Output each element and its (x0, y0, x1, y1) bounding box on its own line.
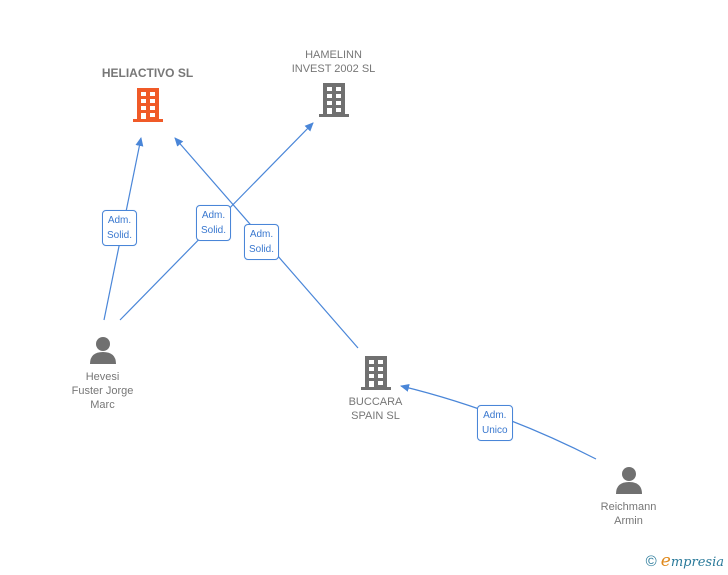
node-buccara[interactable]: BUCCARA SPAIN SL (318, 355, 433, 423)
relation-label-reichmann-buccara[interactable]: Adm. Unico (477, 405, 513, 441)
node-hamelinn[interactable]: HAMELINN INVEST 2002 SL (276, 48, 391, 118)
node-reichmann[interactable]: Reichmann Armin (571, 465, 686, 528)
node-label: Hevesi Fuster Jorge Marc (71, 371, 134, 411)
empresia-logo: © empresia (646, 551, 724, 571)
building-icon (132, 88, 163, 122)
relation-label-buccara-heliactivo[interactable]: Adm. Solid. (244, 224, 280, 260)
node-label: BUCCARA SPAIN SL (348, 396, 403, 422)
copyright-icon: © (645, 553, 657, 570)
person-icon (89, 337, 116, 364)
relation-label-hevesi-hamelinn[interactable]: Adm. Solid. (196, 205, 232, 241)
node-heliactivo[interactable]: HELIACTIVO SL (90, 66, 205, 123)
node-label: HELIACTIVO SL (101, 66, 194, 80)
relation-label-hevesi-heliactivo[interactable]: Adm. Solid. (102, 210, 138, 246)
node-hevesi[interactable]: Hevesi Fuster Jorge Marc (45, 335, 160, 412)
node-label: HAMELINN INVEST 2002 SL (291, 49, 376, 75)
building-icon (318, 83, 349, 117)
brand-initial: e (660, 551, 671, 571)
brand-name: mpresia (670, 555, 724, 570)
person-icon (615, 467, 642, 494)
building-icon (360, 356, 391, 390)
node-label: Reichmann Armin (600, 501, 657, 527)
